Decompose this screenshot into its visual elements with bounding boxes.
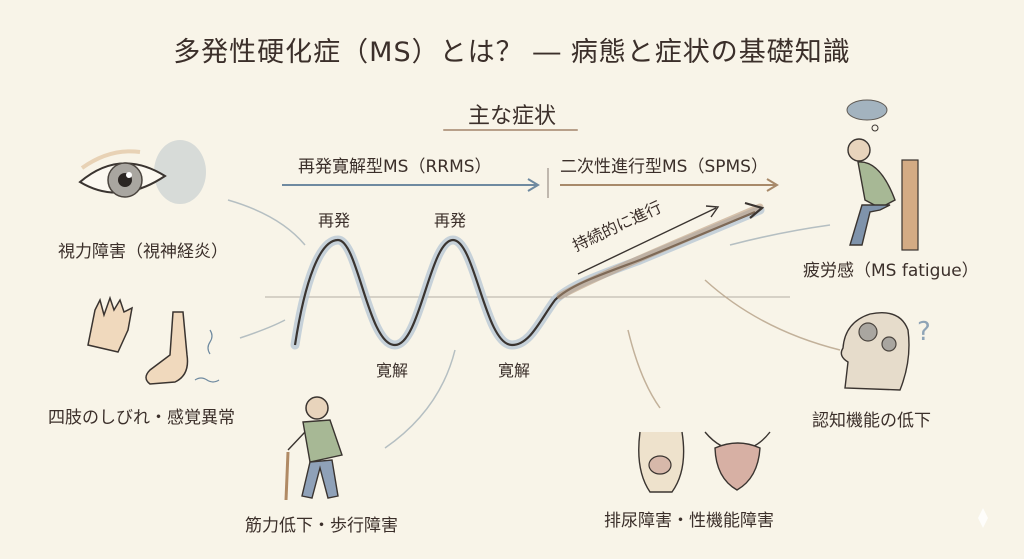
symptom-numbness-label: 四肢のしびれ・感覚異常	[48, 408, 235, 428]
svg-text:?: ?	[917, 317, 931, 347]
symptom-gait-label: 筋力低下・歩行障害	[245, 516, 398, 536]
bladder-icon	[638, 431, 771, 493]
symptom-fatigue-label: 疲労感（MS fatigue）	[803, 261, 979, 281]
symptom-vision-label: 視力障害（視神経炎）	[58, 242, 228, 262]
remission-label-2: 寛解	[498, 361, 531, 380]
subtitle-underline	[443, 129, 578, 131]
symptom-cognition-label: 認知機能の低下	[812, 411, 931, 431]
sparkle-icon	[978, 508, 988, 528]
rrms-label: 再発寛解型MS（RRMS）	[298, 157, 492, 177]
spms-arrow	[560, 178, 779, 192]
spms-label: 二次性進行型MS（SPMS）	[560, 157, 768, 177]
eye-icon	[78, 140, 206, 204]
rrms-arrow	[282, 178, 540, 192]
relapse-label-2: 再発	[434, 211, 467, 230]
wave-line	[293, 210, 756, 347]
page-title: 多発性硬化症（MS）とは？ ― 病態と症状の基礎知識	[173, 37, 851, 68]
relapse-label-1: 再発	[318, 211, 351, 230]
section-subtitle: 主な症状	[467, 104, 556, 129]
walking-cane-icon	[284, 396, 343, 501]
hand-foot-icon	[87, 295, 220, 385]
tired-person-icon	[846, 99, 919, 251]
remission-label-1: 寛解	[376, 361, 409, 380]
head-gears-icon: ?	[840, 312, 931, 391]
symptom-bladder-label: 排尿障害・性機能障害	[604, 511, 774, 531]
